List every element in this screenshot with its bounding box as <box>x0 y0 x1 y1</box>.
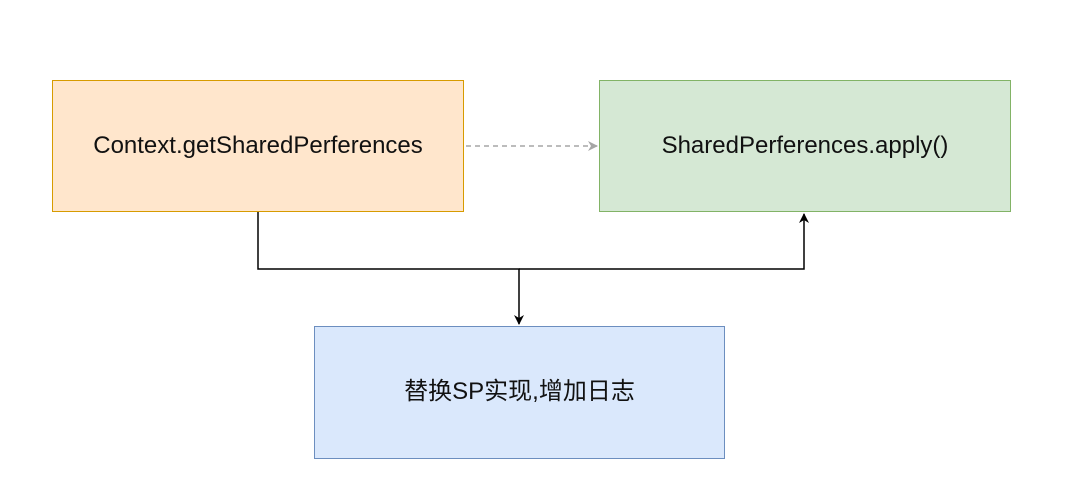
node-apply-label: SharedPerferences.apply() <box>661 131 949 159</box>
node-context-label: Context.getSharedPerferences <box>93 131 423 159</box>
edge-context-to-replace <box>257 212 524 325</box>
edge-replace-to-apply <box>519 213 809 270</box>
node-shared-perferences-apply[interactable]: SharedPerferences.apply() <box>599 80 1011 212</box>
node-replace-label: 替换SP实现,增加日志 <box>404 378 635 406</box>
node-replace-sp-add-log[interactable]: 替换SP实现,增加日志 <box>314 326 725 459</box>
node-context-get-shared-perferences[interactable]: Context.getSharedPerferences <box>52 80 464 212</box>
